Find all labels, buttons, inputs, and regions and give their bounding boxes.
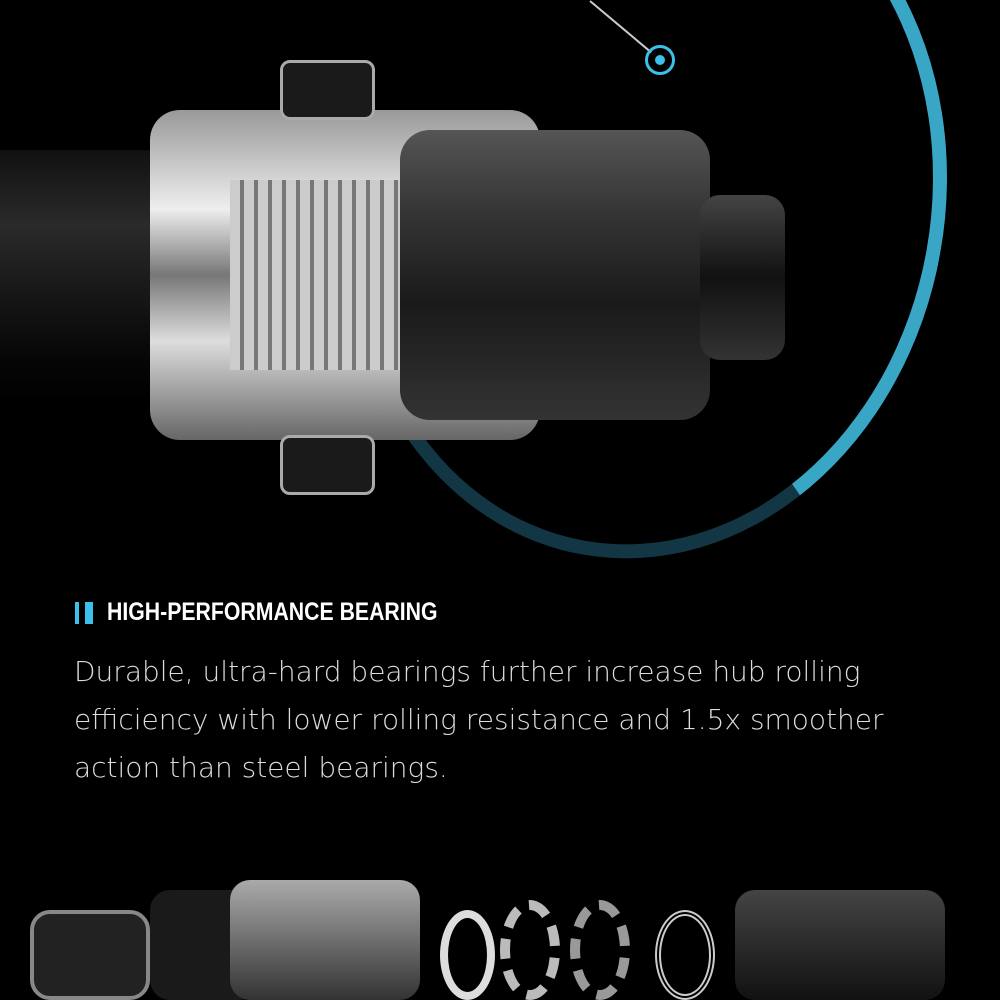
exploded-parts-illustration xyxy=(0,850,1000,1000)
hub-body-part xyxy=(230,880,420,1000)
callout-target-icon xyxy=(645,45,675,75)
washer-part xyxy=(440,910,495,1000)
freehub-part xyxy=(735,890,945,1000)
heading-accent-bar-icon xyxy=(85,601,93,624)
ratchet-internals xyxy=(230,180,430,370)
spring-part xyxy=(655,910,715,1000)
feature-description: Durable, ultra-hard bearings further inc… xyxy=(74,655,884,784)
ratchet-ring-part xyxy=(570,900,630,1000)
hub-flange-bottom xyxy=(280,435,375,495)
feature-title: HIGH-PERFORMANCE BEARING xyxy=(107,598,438,626)
hub-flange-top xyxy=(280,60,375,120)
heading-accent-bar-icon xyxy=(75,601,79,624)
ratchet-ring-part xyxy=(500,900,560,1000)
end-cap xyxy=(700,195,785,360)
freehub-body xyxy=(400,130,710,420)
feature-heading: HIGH-PERFORMANCE BEARING xyxy=(75,598,496,627)
rotor-mount-part xyxy=(30,910,150,1000)
